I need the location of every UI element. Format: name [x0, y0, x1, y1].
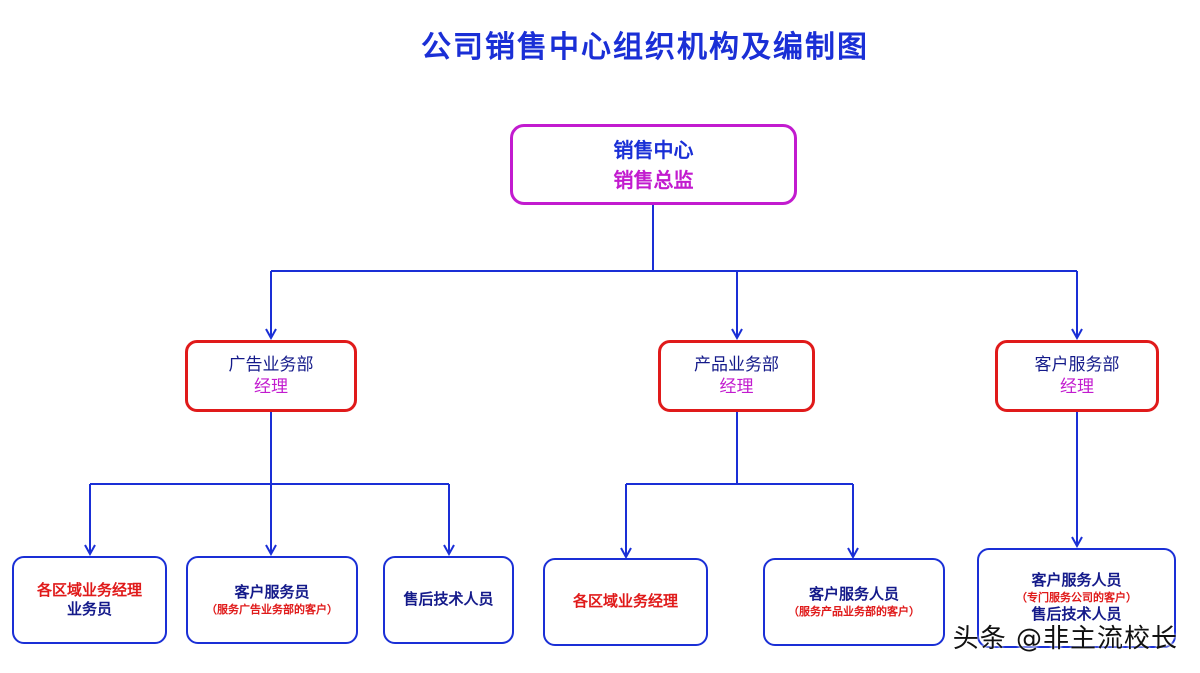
- node-sales-center-role: 销售总监: [613, 167, 694, 192]
- node-prod-regional-managers-title: 各区域业务经理: [572, 592, 678, 611]
- node-sales-center: 销售中心 销售总监: [510, 124, 797, 205]
- node-ad-department-role: 经理: [254, 377, 288, 397]
- node-ad-aftersales-tech: 售后技术人员: [383, 556, 514, 644]
- node-cs-staff: 客户服务人员 （专门服务公司的客户） 售后技术人员: [977, 548, 1176, 648]
- node-product-department-name: 产品业务部: [694, 354, 779, 375]
- node-customer-service-department-role: 经理: [1060, 377, 1094, 397]
- node-ad-customer-service: 客户服务员 （服务广告业务部的客户）: [186, 556, 358, 644]
- node-prod-regional-managers: 各区域业务经理: [543, 558, 708, 646]
- node-ad-salespeople: 业务员: [66, 600, 112, 618]
- node-ad-department: 广告业务部 经理: [185, 340, 357, 412]
- node-ad-regional-managers: 各区域业务经理 业务员: [12, 556, 167, 644]
- node-customer-service-department: 客户服务部 经理: [995, 340, 1159, 412]
- node-cs-aftersales-tech: 售后技术人员: [1031, 605, 1122, 624]
- node-cs-staff-note: （专门服务公司的客户）: [1016, 590, 1137, 604]
- node-product-department: 产品业务部 经理: [658, 340, 815, 412]
- node-ad-department-name: 广告业务部: [228, 354, 314, 375]
- node-ad-aftersales-tech-title: 售后技术人员: [403, 590, 494, 609]
- watermark-text: 头条 @非主流校长: [952, 624, 1178, 654]
- node-prod-customer-service-note: （服务产品业务部的客户）: [788, 604, 920, 618]
- node-cs-staff-title: 客户服务人员: [1031, 571, 1122, 590]
- chart-title: 公司销售中心组织机构及编制图: [421, 30, 869, 65]
- node-ad-regional-managers-title: 各区域业务经理: [36, 580, 142, 599]
- node-product-department-role: 经理: [719, 377, 754, 397]
- node-sales-center-name: 销售中心: [613, 137, 694, 162]
- node-customer-service-department-name: 客户服务部: [1034, 354, 1120, 375]
- node-prod-customer-service-title: 客户服务人员: [808, 585, 899, 604]
- node-ad-customer-service-title: 客户服务员: [234, 583, 310, 602]
- node-prod-customer-service: 客户服务人员 （服务产品业务部的客户）: [763, 558, 945, 646]
- node-ad-customer-service-note: （服务广告业务部的客户）: [206, 602, 338, 616]
